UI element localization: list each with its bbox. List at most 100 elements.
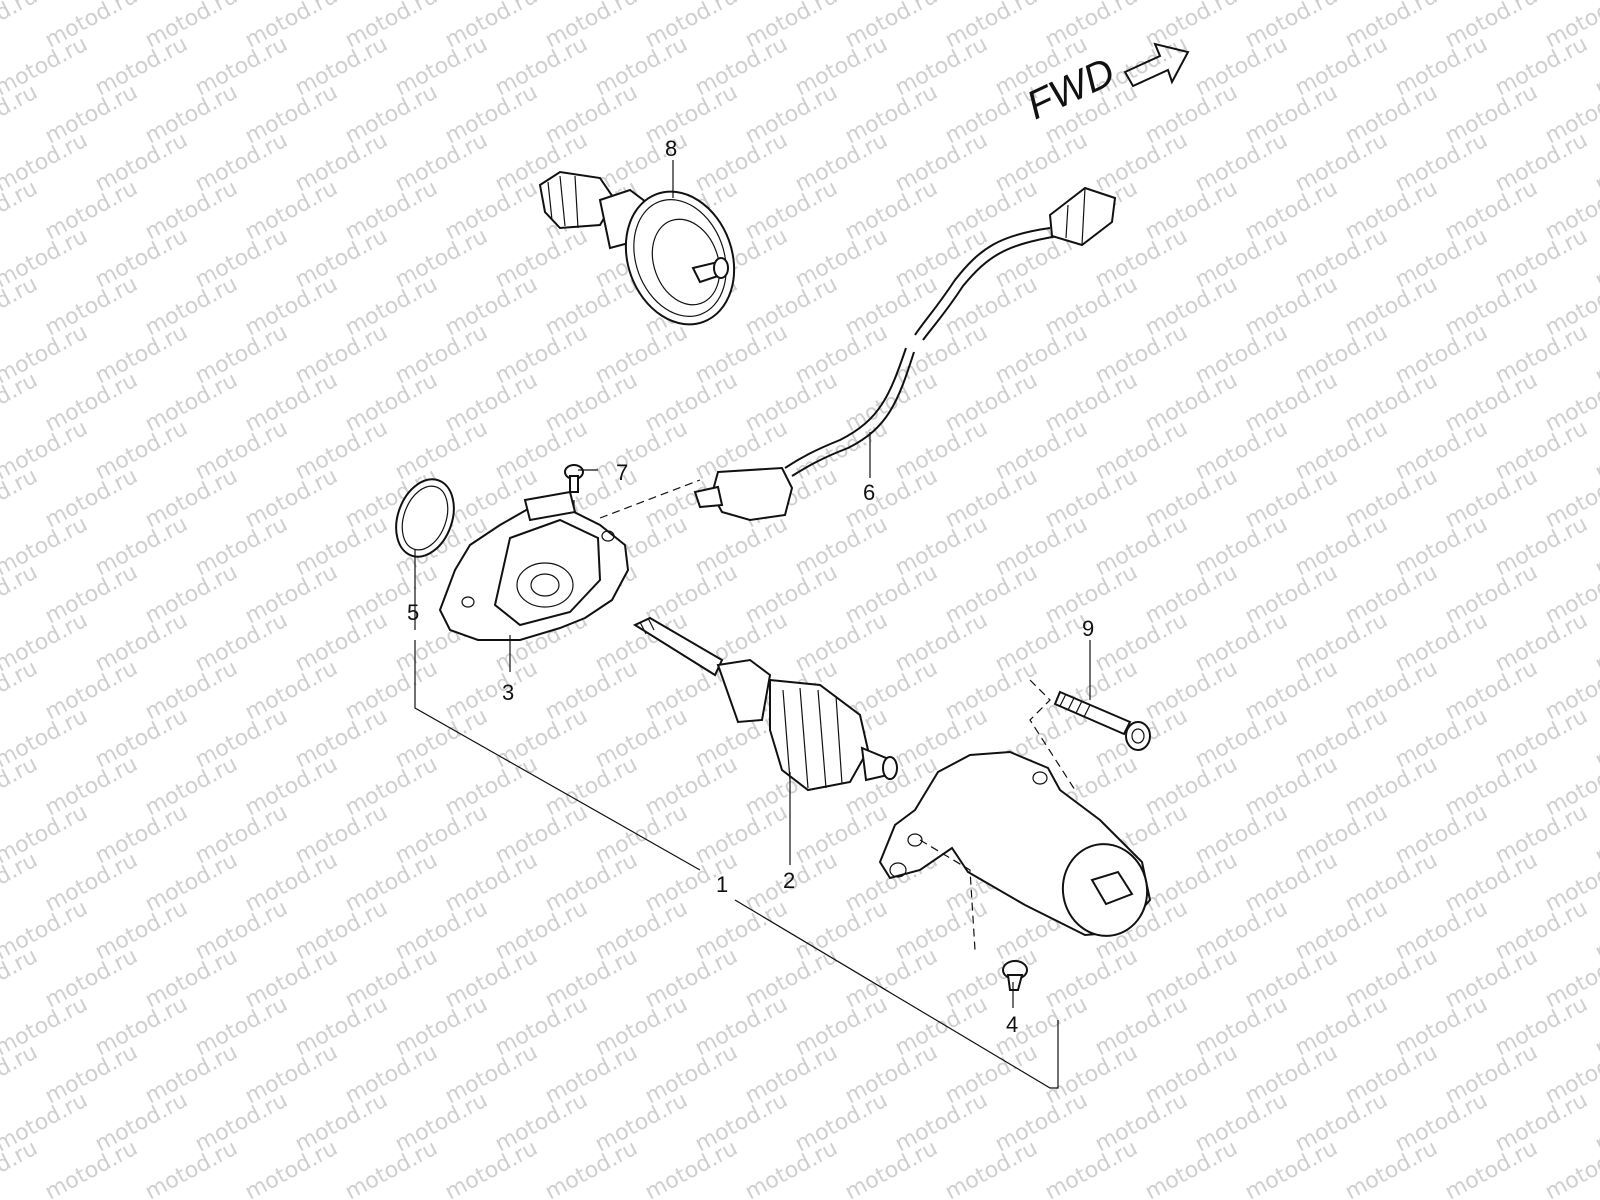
watermark-text: motod.ru <box>241 944 342 1013</box>
watermark-text: motod.ru <box>341 1136 442 1200</box>
watermark-text: motod.ru <box>441 944 542 1013</box>
watermark-text: motod.ru <box>1491 992 1592 1061</box>
watermark-text: motod.ru <box>741 1040 842 1109</box>
watermark-text: motod.ru <box>941 944 1042 1013</box>
watermark-text: motod.ru <box>741 80 842 149</box>
watermark-text: motod.ru <box>1441 560 1542 629</box>
watermark-text: motod.ru <box>1041 1136 1142 1200</box>
watermark-text: motod.ru <box>241 464 342 533</box>
watermark-text: motod.ru <box>91 128 192 197</box>
watermark-text: motod.ru <box>141 752 242 821</box>
watermark-text: motod.ru <box>1341 176 1442 245</box>
watermark-text: motod.ru <box>741 1136 842 1200</box>
watermark-text: motod.ru <box>341 176 442 245</box>
watermark-text: motod.ru <box>1291 992 1392 1061</box>
watermark-text: motod.ru <box>1441 1040 1542 1109</box>
watermark-text: motod.ru <box>191 704 292 773</box>
watermark-text: motod.ru <box>391 704 492 773</box>
watermark-text: motod.ru <box>1291 704 1392 773</box>
watermark-text: motod.ru <box>1191 32 1292 101</box>
watermark-text: motod.ru <box>1341 752 1442 821</box>
watermark-text: motod.ru <box>791 32 892 101</box>
watermark-text: motod.ru <box>441 848 542 917</box>
watermark-text: motod.ru <box>791 512 892 581</box>
watermark-text: motod.ru <box>91 896 192 965</box>
watermark-text: motod.ru <box>441 656 542 725</box>
watermark-text: motod.ru <box>1341 848 1442 917</box>
watermark-text: motod.ru <box>1341 272 1442 341</box>
watermark-text: motod.ru <box>41 1136 142 1200</box>
watermark-text: motod.ru <box>1191 800 1292 869</box>
watermark-text: motod.ru <box>891 32 992 101</box>
watermark-text: motod.ru <box>341 1040 442 1109</box>
watermark-text: motod.ru <box>1441 848 1542 917</box>
watermark-text: motod.ru <box>841 944 942 1013</box>
watermark-text: motod.ru <box>1591 1088 1600 1157</box>
watermark-text: motod.ru <box>1491 32 1592 101</box>
watermark-text: motod.ru <box>1391 1088 1492 1157</box>
watermark-text: motod.ru <box>1241 848 1342 917</box>
watermark-text: motod.ru <box>991 128 1092 197</box>
watermark-text: motod.ru <box>1491 896 1592 965</box>
watermark-text: motod.ru <box>391 1088 492 1157</box>
watermark-text: motod.ru <box>841 80 942 149</box>
watermark-text: motod.ru <box>1291 512 1392 581</box>
callout-6: 6 <box>863 480 875 505</box>
watermark-text: motod.ru <box>391 224 492 293</box>
watermark-text: motod.ru <box>1291 416 1392 485</box>
watermark-text: motod.ru <box>141 1040 242 1109</box>
motor-housing-part <box>878 750 1152 937</box>
watermark-text: motod.ru <box>1041 944 1142 1013</box>
callout-labels: 1 2 3 4 5 6 7 8 9 <box>407 136 1094 1037</box>
watermark-text: motod.ru <box>1191 416 1292 485</box>
watermark-text: motod.ru <box>241 1136 342 1200</box>
watermark-text: motod.ru <box>1291 608 1392 677</box>
watermark-text: motod.ru <box>941 176 1042 245</box>
watermark-text: motod.ru <box>1341 1040 1442 1109</box>
watermark-text: motod.ru <box>1441 656 1542 725</box>
watermark-text: motod.ru <box>1491 320 1592 389</box>
watermark-text: motod.ru <box>941 1136 1042 1200</box>
watermark-text: motod.ru <box>1241 368 1342 437</box>
watermark-text: motod.ru <box>591 896 692 965</box>
watermark-text: motod.ru <box>1141 368 1242 437</box>
watermark-text: motod.ru <box>341 368 442 437</box>
watermark-text: motod.ru <box>1491 800 1592 869</box>
watermark-text: motod.ru <box>1291 128 1392 197</box>
watermark-text: motod.ru <box>791 992 892 1061</box>
watermark-text: motod.ru <box>841 1136 942 1200</box>
watermark-text: motod.ru <box>1141 560 1242 629</box>
watermark-text: motod.ru <box>641 368 742 437</box>
watermark-text: motod.ru <box>1441 464 1542 533</box>
watermark-text: motod.ru <box>1391 608 1492 677</box>
watermark-text: motod.ru <box>1141 944 1242 1013</box>
watermark-text: motod.ru <box>241 752 342 821</box>
watermark-text: motod.ru <box>891 416 992 485</box>
watermark-text: motod.ru <box>1241 80 1342 149</box>
watermark-text: motod.ru <box>291 800 392 869</box>
watermark-text: motod.ru <box>941 368 1042 437</box>
wire-harness-part <box>693 186 1117 522</box>
watermark-text: motod.ru <box>1241 560 1342 629</box>
watermark-text: motod.ru <box>1041 368 1142 437</box>
watermark-text: motod.ru <box>341 560 442 629</box>
watermark-text: motod.ru <box>691 128 792 197</box>
watermark-text: motod.ru <box>841 1040 942 1109</box>
watermark-text: motod.ru <box>1541 1136 1600 1200</box>
watermark-text: motod.ru <box>391 800 492 869</box>
callout-1: 1 <box>716 872 728 897</box>
watermark-text: motod.ru <box>191 1088 292 1157</box>
watermark-text: motod.ru <box>641 752 742 821</box>
watermark-text: motod.ru <box>1591 128 1600 197</box>
callout-3: 3 <box>502 680 514 705</box>
watermark-text: motod.ru <box>441 272 542 341</box>
watermark-text: motod.ru <box>0 0 42 53</box>
watermark-text: motod.ru <box>41 848 142 917</box>
watermark-text: motod.ru <box>841 464 942 533</box>
watermark-text: motod.ru <box>791 896 892 965</box>
watermark-text: motod.ru <box>241 656 342 725</box>
watermark-text: motod.ru <box>1491 224 1592 293</box>
watermark-text: motod.ru <box>1291 800 1392 869</box>
watermark-text: motod.ru <box>191 800 292 869</box>
watermark-text: motod.ru <box>1391 128 1492 197</box>
